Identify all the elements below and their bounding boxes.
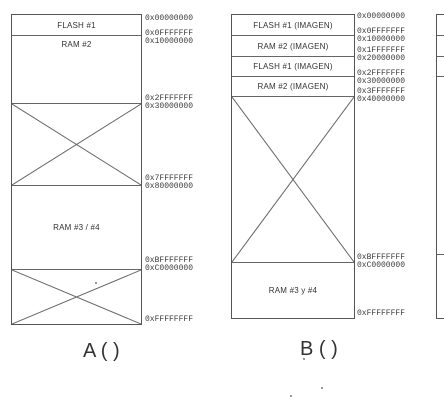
address-label: 0x00000000 [357,12,406,21]
address-label: 0x3FFFFFFF [357,87,406,96]
address-label: 0x2FFFFFFF [145,94,194,103]
unused-region-a-2 [12,270,141,324]
address-label: 0x10000000 [145,37,194,46]
block-ram-2: RAM #2 [12,36,141,104]
block-label: FLASH #1 [57,20,96,30]
cropped-block [437,255,444,318]
address-label: 0x40000000 [357,95,406,104]
block-flash-1-image: FLASH #1 (IMAGEN) [232,57,354,77]
block-ram-3-4: RAM #3 / #4 [12,186,141,270]
address-label: 0x80000000 [145,182,194,191]
block-flash-1: FLASH #1 [12,15,141,36]
cropped-block [437,57,444,77]
scan-speck [321,387,323,389]
scan-speck [95,282,97,284]
block-ram-2-image: RAM #2 (IMAGEN) [232,36,354,57]
address-label: 0x20000000 [357,54,406,63]
address-label: 0x0FFFFFFF [357,27,406,36]
unused-region-b [232,97,354,263]
memory-map-a: FLASH #1 RAM #2 RAM #3 / #4 [11,14,142,325]
cross-icon [232,97,354,262]
block-label: FLASH #1 (IMAGEN) [253,20,333,30]
unused-region-a-1 [12,104,141,186]
address-label: 0xC0000000 [145,264,194,273]
block-label: RAM #3 y #4 [268,286,318,295]
cross-icon [12,104,141,185]
block-ram-3-y-4: RAM #3 y #4 [232,263,354,318]
block-label: RAM #3 / #4 [53,223,100,232]
address-label: 0xFFFFFFFF [357,309,406,318]
cropped-block [437,36,444,57]
caption-b: B ( ) [300,338,338,360]
address-label: 0xFFFFFFFF [145,315,194,324]
address-label: 0x1FFFFFFF [357,46,406,55]
memory-map-b: FLASH #1 (IMAGEN) RAM #2 (IMAGEN) FLASH … [231,14,355,319]
address-label: 0x30000000 [145,102,194,111]
address-label: 0x00000000 [145,14,194,23]
block-label: FLASH #1 (IMAGEN) [253,62,333,71]
cropped-block [437,77,444,255]
cropped-block [437,15,444,36]
cross-icon [12,270,141,324]
address-label: 0xBFFFFFFF [145,256,194,265]
address-label: 0xC0000000 [357,261,406,270]
address-label: 0x10000000 [357,35,406,44]
address-label: 0x7FFFFFFF [145,174,194,183]
block-label: RAM #2 (IMAGEN) [257,41,329,51]
caption-a: A ( ) [83,340,120,362]
memory-map-c-partial [436,14,444,319]
address-label: 0x2FFFFFFF [357,69,406,78]
address-label: 0x30000000 [357,77,406,86]
block-ram-2-image: RAM #2 (IMAGEN) [232,77,354,97]
block-label: RAM #2 [61,40,92,49]
block-flash-1-image: FLASH #1 (IMAGEN) [232,15,354,36]
address-label: 0xBFFFFFFF [357,253,406,262]
scan-speck [290,395,292,397]
scan-speck [303,358,305,360]
address-label: 0x0FFFFFFF [145,29,194,38]
block-label: RAM #2 (IMAGEN) [257,82,329,91]
